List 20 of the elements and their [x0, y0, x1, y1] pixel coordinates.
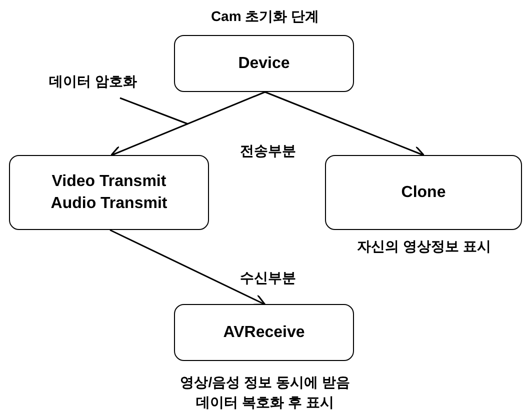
process-box	[174, 304, 354, 361]
caption-text: Cam 초기화 단계	[210, 7, 320, 26]
process-box	[174, 35, 354, 92]
node-text: Device	[238, 54, 290, 74]
node-text: Audio Transmit	[50, 194, 168, 214]
arrow	[110, 91, 266, 158]
section-label: 수신부분	[240, 268, 296, 288]
caption-text: 영상/음성 정보 동시에 받음	[180, 373, 350, 392]
section-label: 전송부분	[240, 142, 296, 160]
process-box	[325, 155, 522, 230]
node-text: Video Transmit	[52, 172, 166, 192]
node-text: Clone	[401, 182, 446, 202]
annotation-text: 데이터 암호화	[40, 71, 146, 91]
arrow	[264, 91, 425, 158]
node-text: AVReceive	[223, 322, 305, 342]
process-box	[9, 155, 209, 230]
caption-text: 자신의 영상정보 표시	[357, 237, 491, 256]
caption-text: 데이터 복호화 후 표시	[196, 393, 334, 412]
arrow	[110, 229, 266, 306]
leader-line	[120, 97, 188, 125]
